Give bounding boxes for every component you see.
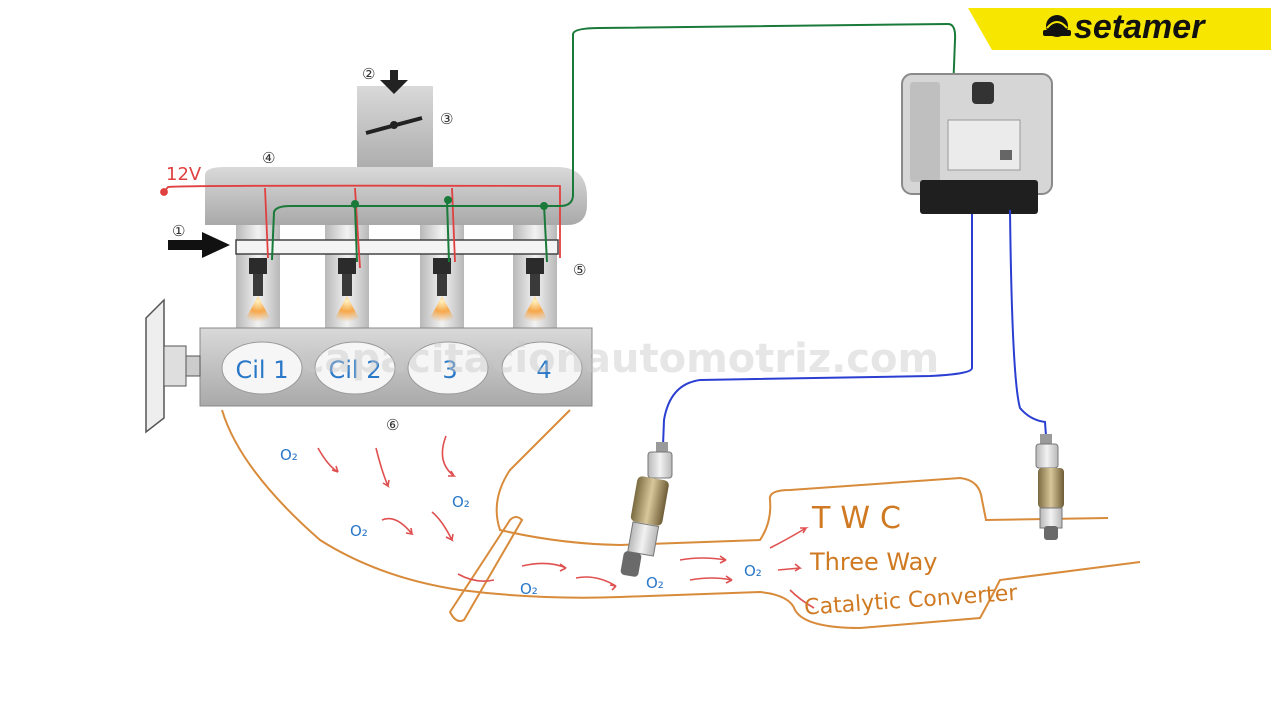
o2-label: O₂: [280, 446, 298, 464]
ecu-connector: [920, 180, 1038, 214]
fuel-rail: [235, 239, 559, 255]
callout-1: ①: [172, 222, 185, 240]
upstream-o2-sensor: [620, 442, 673, 577]
voltage-label: 12V: [166, 164, 202, 185]
flywheel: [145, 298, 201, 434]
callout-6: ⑥: [386, 416, 399, 434]
callout-2: ②: [362, 65, 375, 83]
exhaust-pipe: [221, 409, 1141, 630]
fuel-inlet-arrow-icon: [168, 232, 230, 258]
o2-label: O₂: [452, 493, 470, 511]
twc-line2: Catalytic Converter: [803, 581, 1019, 621]
cylinder-4: [501, 341, 583, 395]
injector-3: [428, 258, 456, 322]
injector-2: [333, 258, 361, 322]
airflow-arrow-icon: [380, 70, 408, 94]
cylinder-3: [407, 341, 489, 395]
ecu-module: [901, 73, 1053, 214]
sensor-wires: [662, 209, 1047, 447]
brand-banner: setamer: [968, 8, 1271, 50]
watermark: capacitacionautomotriz.com: [301, 336, 939, 382]
injector-1: [244, 258, 272, 322]
o2-label: O₂: [646, 574, 664, 592]
o2-label: O₂: [350, 522, 368, 540]
twc-title: TWC: [811, 501, 911, 536]
callout-labels: ① ② ③ ④ ⑤ ⑥: [172, 65, 586, 434]
brand-name: setamer: [1074, 8, 1206, 46]
cylinder-label-3: 3: [442, 356, 457, 384]
throttle-pivot: [390, 121, 398, 129]
cylinder-label-2: Cil 2: [329, 356, 382, 384]
cylinder-label-1: Cil 1: [236, 356, 289, 384]
twc-line1: Three Way: [809, 548, 937, 576]
callout-4: ④: [262, 149, 275, 167]
o2-labels: O₂ O₂ O₂ O₂ O₂ O₂: [280, 446, 762, 598]
cylinder-label-4: 4: [536, 356, 551, 384]
cylinder-2: [314, 341, 396, 395]
o2-label: O₂: [744, 562, 762, 580]
callout-3: ③: [440, 110, 453, 128]
engine-assembly: Cil 1 Cil 2 3 4: [145, 70, 593, 434]
downstream-o2-sensor: [1035, 434, 1064, 540]
brand-stripe: [968, 8, 1271, 50]
cylinder-1: [221, 341, 303, 395]
callout-5: ⑤: [573, 261, 586, 279]
car-emblem-icon: [1043, 15, 1071, 37]
o2-label: O₂: [520, 580, 538, 598]
intake-plenum: [205, 167, 587, 225]
gas-flow-arrows: [317, 435, 815, 609]
signal-wire: [271, 22, 957, 263]
injector-4: [521, 258, 549, 322]
